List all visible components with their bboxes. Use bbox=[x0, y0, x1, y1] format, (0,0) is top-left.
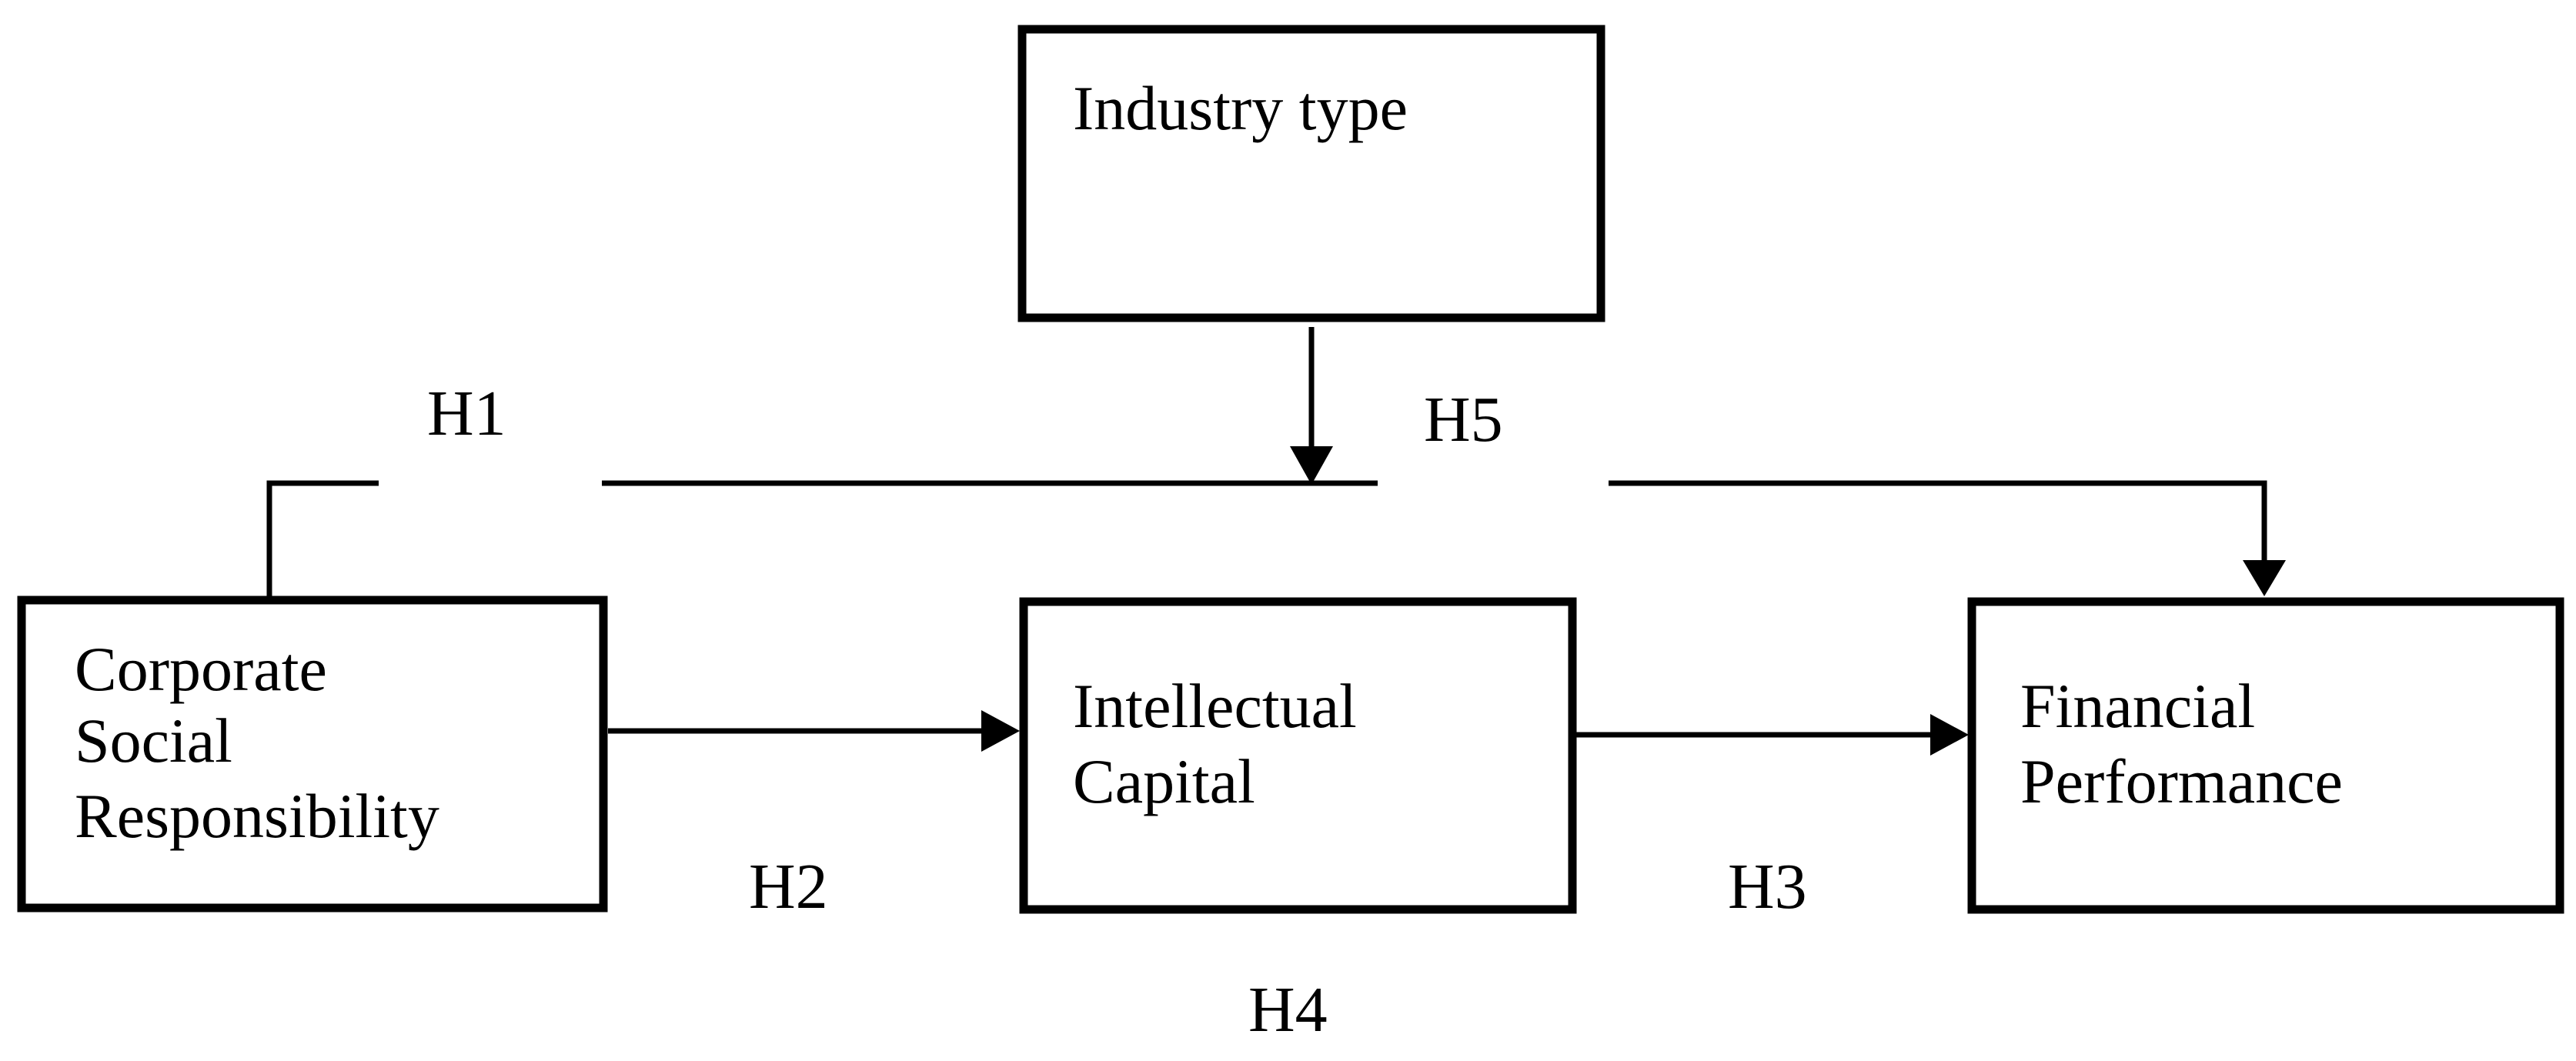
intellectual-capital-label-line-2: Capital bbox=[1073, 746, 1255, 816]
h3-label: H3 bbox=[1728, 851, 1807, 923]
csr-label-line-2: Social bbox=[75, 706, 232, 776]
intellectual-capital-box bbox=[1019, 597, 1577, 914]
csr-label-line-3: Responsibility bbox=[75, 781, 439, 851]
h3-arrowhead bbox=[1930, 714, 1969, 756]
connectors bbox=[266, 327, 2286, 756]
h5-arrowhead bbox=[1290, 446, 1333, 485]
financial-performance-label-line-1: Financial bbox=[2020, 671, 2255, 741]
h1-label: H1 bbox=[427, 378, 506, 449]
h1-arrowhead bbox=[2243, 560, 2286, 596]
financial-performance-box bbox=[1967, 597, 2564, 914]
node-intellectual-capital: Intellectual Capital bbox=[1019, 597, 1577, 914]
node-industry-type: Industry type bbox=[1017, 25, 1605, 322]
h2-arrowhead bbox=[981, 710, 1020, 752]
h1-line-gap bbox=[379, 471, 602, 495]
industry-type-label: Industry type bbox=[1073, 73, 1408, 143]
h4-label: H4 bbox=[1248, 974, 1328, 1046]
h2-label: H2 bbox=[749, 851, 828, 923]
h1-path bbox=[266, 480, 2267, 596]
csr-box bbox=[17, 596, 608, 913]
industry-type-box bbox=[1017, 25, 1605, 322]
intellectual-capital-label-line-1: Intellectual bbox=[1073, 671, 1357, 741]
financial-performance-label-line-2: Performance bbox=[2020, 746, 2343, 816]
node-corporate-social-responsibility: Corporate Social Responsibility bbox=[17, 596, 608, 913]
h5-line-gap bbox=[1378, 471, 1609, 495]
node-financial-performance: Financial Performance bbox=[1967, 597, 2564, 914]
h5-label: H5 bbox=[1424, 384, 1503, 455]
csr-label-line-1: Corporate bbox=[75, 634, 327, 704]
hypothesis-labels: H1 H5 H2 H3 H4 bbox=[379, 378, 1807, 1046]
